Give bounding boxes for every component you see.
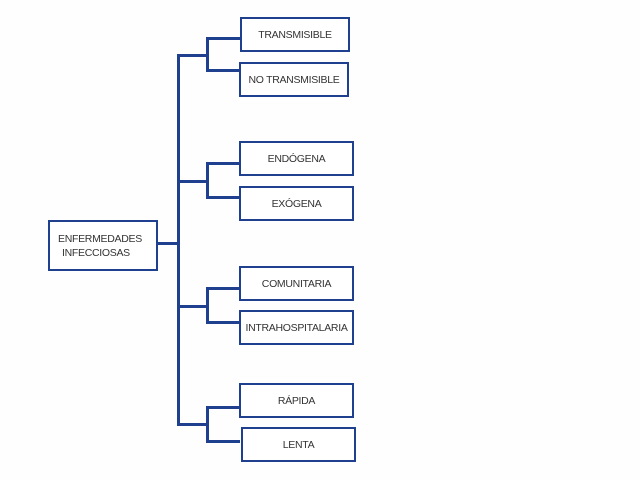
node-no-transmisible: NO TRANSMISIBLE: [239, 62, 349, 97]
root-label-line1: ENFERMEDADES: [58, 232, 142, 245]
group2-branch-b: [206, 196, 240, 199]
node-label: EXÓGENA: [271, 197, 322, 210]
root-label-line2: INFECCIOSAS: [62, 246, 130, 259]
root-node: ENFERMEDADES INFECCIOSAS: [48, 220, 158, 271]
node-label: NO TRANSMISIBLE: [248, 73, 340, 86]
node-exogena: EXÓGENA: [239, 186, 354, 221]
node-intrahospitalaria: INTRAHOSPITALARIA: [239, 310, 354, 345]
node-transmisible: TRANSMISIBLE: [240, 17, 350, 52]
group4-bracket: [206, 406, 209, 442]
group4-branch-a: [206, 406, 240, 409]
group1-bracket: [206, 37, 209, 71]
group3-bracket: [206, 287, 209, 323]
node-comunitaria: COMUNITARIA: [239, 266, 354, 301]
group3-branch-b: [206, 321, 240, 324]
group3-branch-a: [206, 287, 240, 290]
node-label: RÁPIDA: [277, 394, 316, 407]
group2-branch-a: [206, 162, 240, 165]
node-lenta: LENTA: [241, 427, 356, 462]
group1-branch-a: [206, 37, 240, 40]
node-label: INTRAHOSPITALARIA: [245, 321, 348, 334]
group4-connector: [177, 423, 208, 426]
node-label: COMUNITARIA: [261, 277, 332, 290]
group1-connector: [177, 54, 208, 57]
node-label: TRANSMISIBLE: [258, 28, 332, 41]
group1-branch-b: [206, 69, 240, 72]
trunk: [177, 54, 180, 426]
node-label: ENDÓGENA: [267, 152, 326, 165]
group2-connector: [177, 180, 208, 183]
node-rapida: RÁPIDA: [239, 383, 354, 418]
root-connector: [158, 242, 179, 245]
group4-branch-b: [206, 440, 240, 443]
group3-connector: [177, 305, 208, 308]
group2-bracket: [206, 162, 209, 198]
node-endogena: ENDÓGENA: [239, 141, 354, 176]
node-label: LENTA: [282, 438, 315, 451]
